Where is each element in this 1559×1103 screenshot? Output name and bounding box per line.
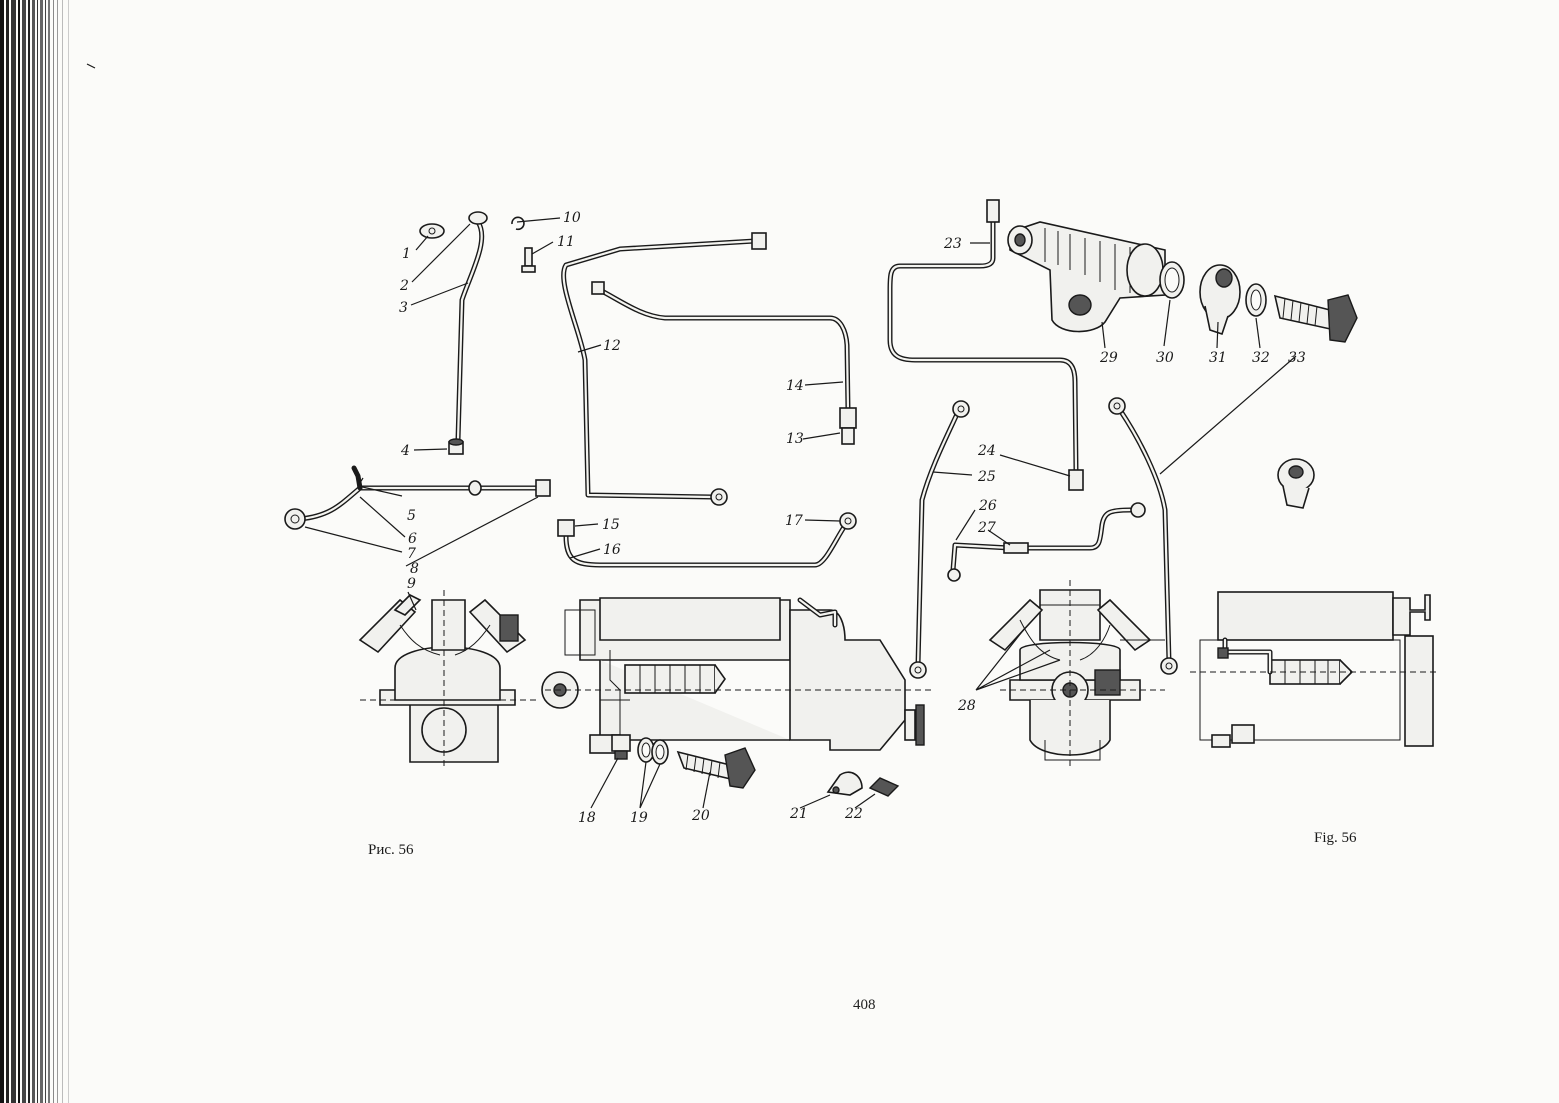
fitting-part-18 [611, 734, 631, 760]
callout-6: 6 [408, 531, 417, 547]
callout-18: 18 [578, 810, 596, 826]
sleeve-part-22 [868, 777, 900, 797]
washers-part-19 [637, 737, 669, 765]
callout-11: 11 [557, 234, 575, 250]
callout-16: 16 [603, 542, 621, 558]
banjo-fitting-loose [1277, 458, 1315, 509]
callout-17: 17 [785, 513, 803, 529]
callout-26: 26 [978, 498, 997, 514]
callout-27: 27 [977, 520, 996, 536]
engine-side-view-center [541, 597, 935, 754]
figure-caption-en: Fig. 56 [1314, 830, 1357, 846]
callout-29: 29 [1099, 350, 1118, 366]
callout-22: 22 [844, 806, 863, 822]
bolt-part-33 [1273, 294, 1358, 343]
pipe-part-14 [591, 281, 851, 413]
figure-caption-ru: Рис. 56 [368, 842, 414, 858]
callout-1: 1 [402, 246, 411, 262]
leader-lines [304, 217, 1297, 809]
book-binding-edge [0, 0, 78, 1103]
clamp-part-21 [826, 771, 863, 796]
callout-25: 25 [977, 469, 996, 485]
pipe-part-26 [947, 502, 1146, 582]
callout-7: 7 [407, 546, 416, 562]
callout-21: 21 [789, 806, 808, 822]
callout-3: 3 [399, 300, 408, 316]
engine-front-view-left [358, 590, 540, 770]
tube-part-3 [455, 211, 488, 443]
callout-4: 4 [400, 443, 410, 459]
callout-23: 23 [943, 236, 962, 252]
stray-mark [86, 63, 96, 69]
page-number: 408 [853, 997, 876, 1013]
pipe-part-25 [909, 400, 970, 679]
fitting-part-13 [839, 407, 857, 445]
callout-9: 9 [407, 576, 416, 592]
callout-10: 10 [563, 210, 581, 226]
callout-15: 15 [602, 517, 620, 533]
callout-12: 12 [603, 338, 621, 354]
housing-part-29 [1007, 221, 1166, 333]
callout-24: 24 [977, 443, 996, 459]
bolt-part-20 [676, 747, 756, 789]
bolt-part-11 [521, 247, 536, 273]
callout-19: 19 [630, 810, 648, 826]
pipe-part-33-line [1108, 397, 1178, 675]
ring-part-10 [511, 216, 525, 231]
callout-31: 31 [1209, 350, 1227, 366]
callout-13: 13 [786, 431, 804, 447]
callout-numbers: 1 2 3 4 5 6 7 8 9 10 11 12 13 14 15 16 1… [399, 210, 1306, 826]
washer-part-32 [1245, 283, 1267, 317]
callout-5: 5 [407, 508, 416, 524]
engine-side-view-right [1190, 591, 1440, 748]
pipe-part-12 [561, 232, 767, 506]
callout-2: 2 [399, 278, 409, 294]
pipe-part-6 [284, 465, 551, 530]
engine-front-view-right [988, 580, 1165, 770]
washer-part-30 [1159, 261, 1185, 299]
pipe-part-24 [887, 199, 1084, 491]
callout-8: 8 [410, 561, 419, 577]
banjo-part-31 [1199, 264, 1241, 336]
gasket-part-1 [419, 223, 445, 239]
callout-28: 28 [957, 698, 976, 714]
callout-14: 14 [786, 378, 804, 394]
pipe-part-16 [557, 512, 857, 568]
callout-33: 33 [1288, 350, 1306, 366]
callout-20: 20 [691, 808, 710, 824]
callout-30: 30 [1156, 350, 1174, 366]
callout-32: 32 [1252, 350, 1270, 366]
grommet-part-4 [448, 438, 464, 455]
